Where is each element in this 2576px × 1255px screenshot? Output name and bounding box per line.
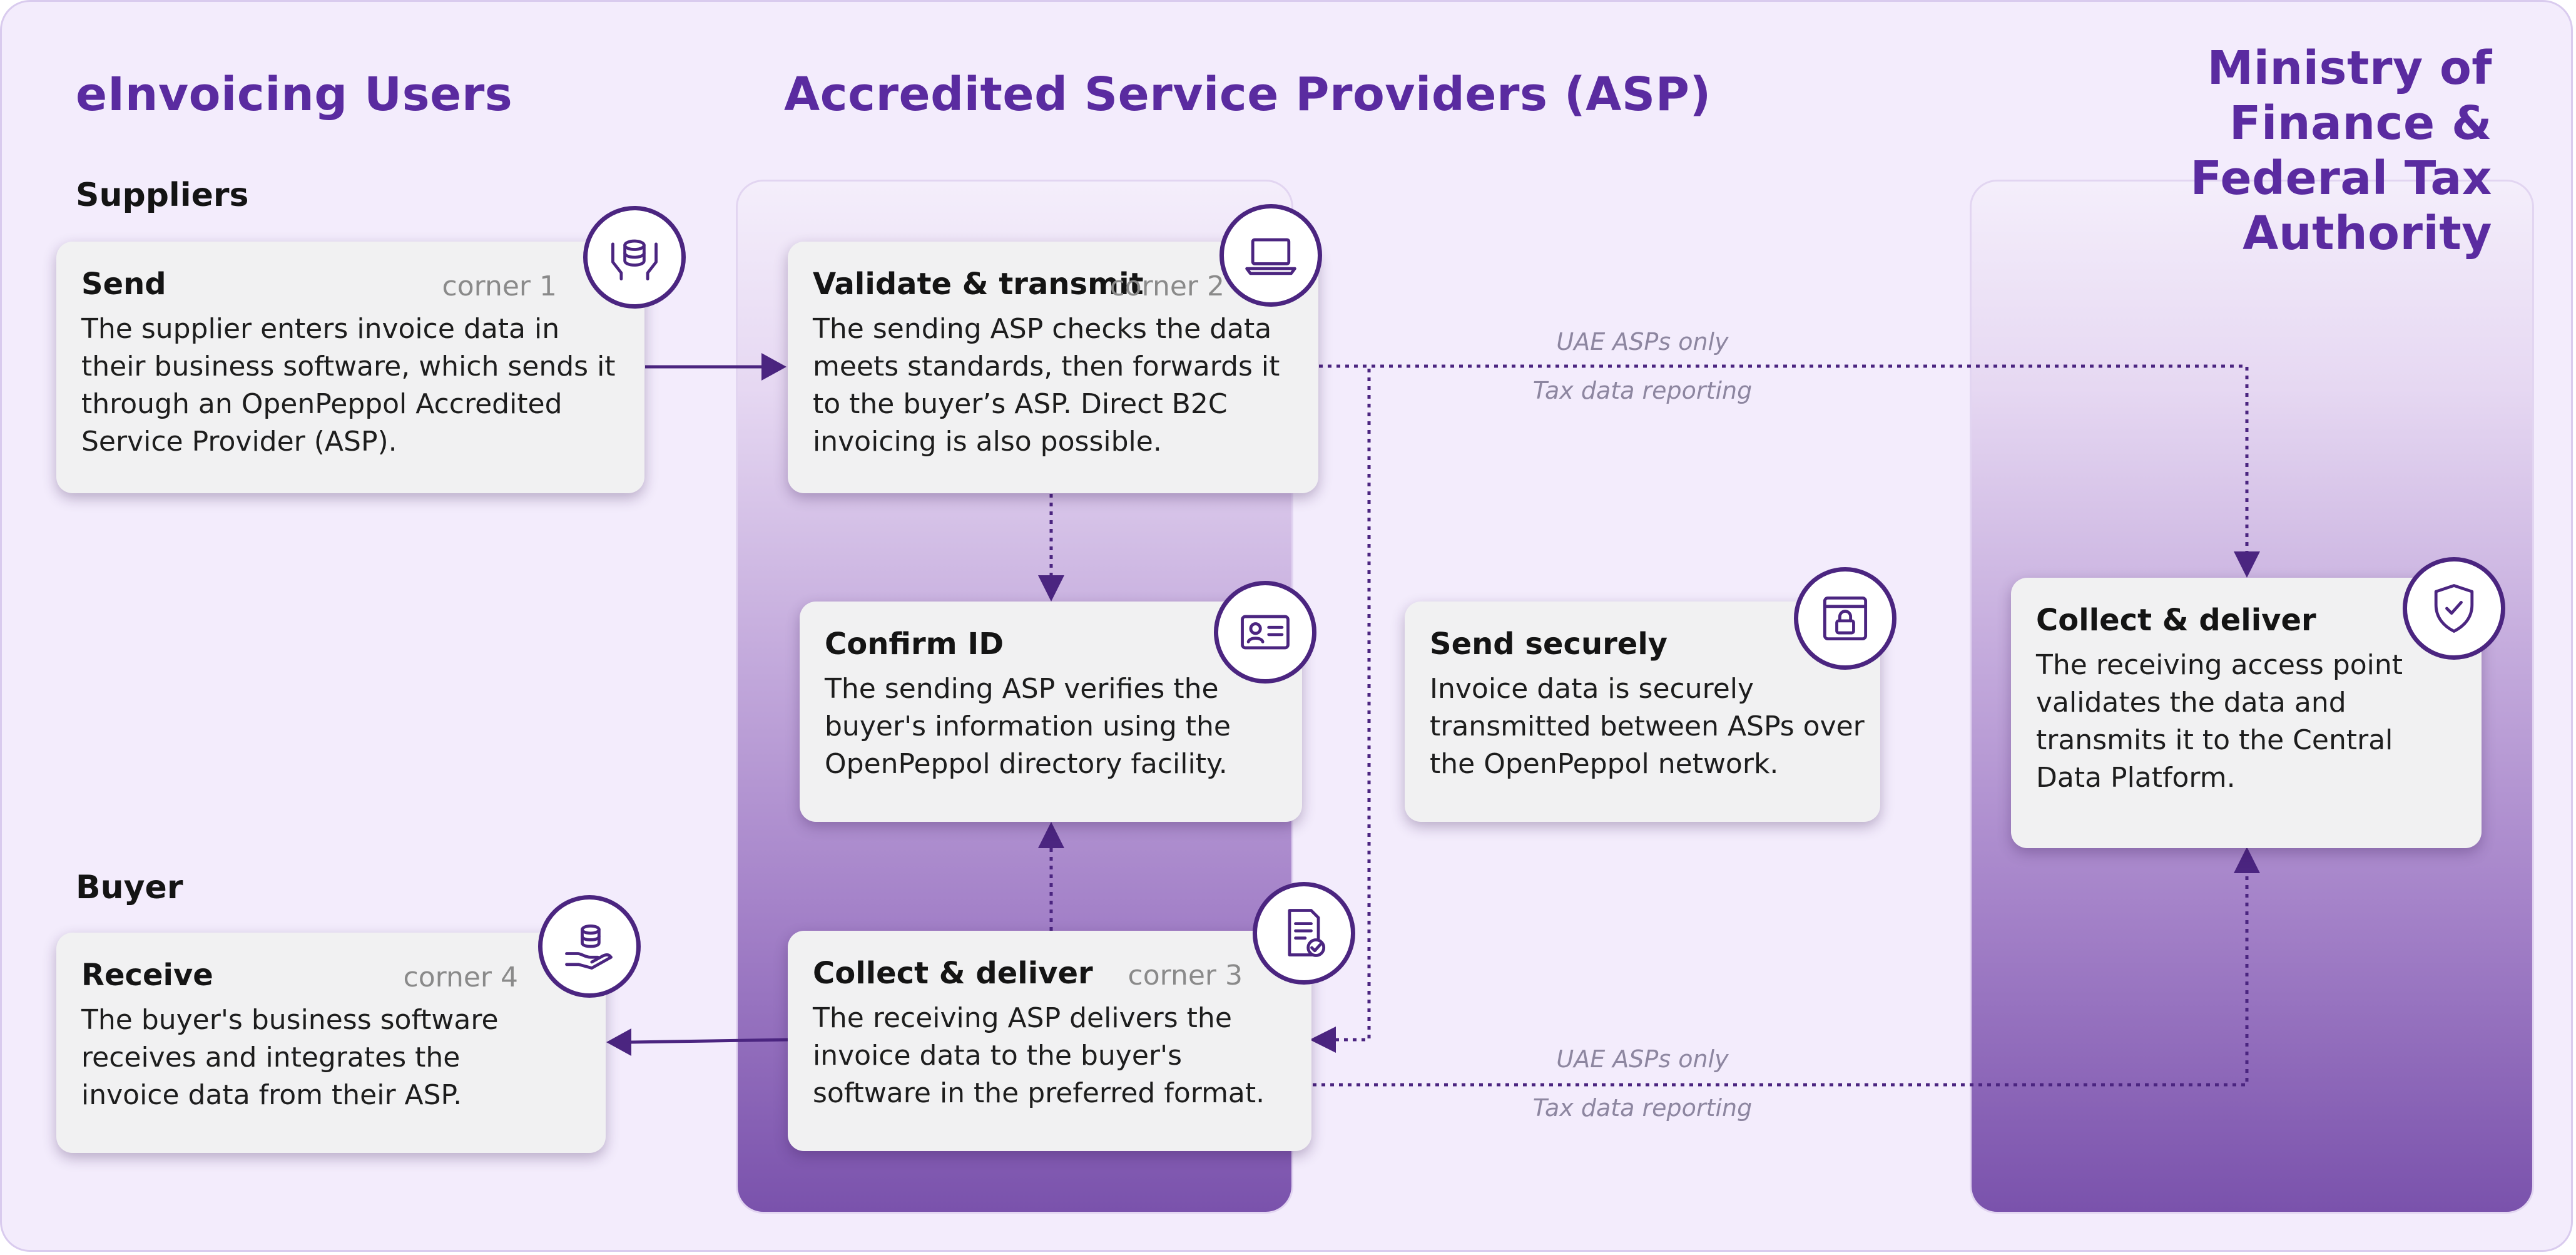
confirm-id-card-body: The sending ASP verifies the buyer's inf…: [825, 673, 1231, 780]
confirm-id-card-title: Confirm ID: [825, 627, 1004, 662]
validate-card-corner: corner 2: [1109, 270, 1224, 302]
bottom-flow-purpose-label: Tax data reporting: [1532, 1094, 1753, 1122]
send-card: Send corner 1 The supplier enters invoic…: [56, 242, 644, 493]
mof-column-title: Ministry of Finance & Federal Tax Author…: [2004, 41, 2492, 261]
validate-card-body: The sending ASP checks the data meets st…: [813, 313, 1280, 458]
arrow-send-to-validate: [645, 353, 787, 381]
arrow-validate-to-confirm: [1038, 494, 1064, 602]
asp-column-title: Accredited Service Providers (ASP): [784, 68, 1711, 121]
receive-card-body: The buyer's business software receives a…: [81, 1004, 499, 1111]
id-card-icon: [1214, 581, 1316, 684]
validate-card-title: Validate & transmit: [813, 267, 1144, 302]
collect-deliver-asp-card-corner: corner 3: [1128, 960, 1243, 991]
send-securely-card-body: Invoice data is securely transmitted bet…: [1430, 673, 1865, 780]
arrow-validate-to-collect: [1310, 364, 1371, 1053]
collect-deliver-mof-card-body: The receiving access point validates the…: [2036, 649, 2403, 794]
collect-deliver-asp-card: Collect & deliver corner 3 The receiving…: [788, 931, 1311, 1151]
top-flow-purpose-label: Tax data reporting: [1532, 377, 1753, 404]
mof-title-line1: Ministry of Finance &: [2207, 41, 2492, 150]
receive-card-title: Receive: [81, 958, 213, 993]
bottom-flow-scope-label: UAE ASPs only: [1556, 1045, 1729, 1073]
document-check-icon: [1253, 882, 1355, 985]
collect-deliver-mof-card: Collect & deliver The receiving access p…: [2011, 578, 2482, 848]
shield-check-icon: [2403, 557, 2505, 660]
hands-database-icon: [583, 206, 686, 309]
top-flow-scope-label: UAE ASPs only: [1556, 328, 1729, 356]
users-column-title: eInvoicing Users: [76, 68, 513, 121]
send-card-body: The supplier enters invoice data in thei…: [81, 313, 616, 458]
collect-deliver-asp-card-title: Collect & deliver: [813, 956, 1093, 991]
send-securely-card-title: Send securely: [1430, 627, 1668, 662]
mof-title-line2: Federal Tax Authority: [2190, 151, 2492, 260]
hand-database-icon: [538, 895, 641, 998]
collect-deliver-mof-card-title: Collect & deliver: [2036, 603, 2316, 638]
arrow-tax-reporting-bottom: [1313, 847, 2260, 1087]
arrow-tax-reporting-top: [1319, 364, 2260, 578]
receive-card: Receive corner 4 The buyer's business so…: [56, 933, 606, 1153]
send-card-title: Send: [81, 267, 166, 302]
secure-window-icon: [1794, 567, 1896, 670]
buyer-heading: Buyer: [76, 869, 183, 906]
arrow-collect-to-confirm: [1038, 822, 1064, 931]
laptop-icon: [1219, 204, 1322, 307]
send-card-corner: corner 1: [442, 270, 557, 302]
collect-deliver-asp-card-body: The receiving ASP delivers the invoice d…: [813, 1002, 1265, 1109]
receive-card-corner: corner 4: [403, 961, 518, 993]
arrow-collect-to-receive: [606, 1028, 790, 1056]
suppliers-heading: Suppliers: [76, 177, 249, 214]
